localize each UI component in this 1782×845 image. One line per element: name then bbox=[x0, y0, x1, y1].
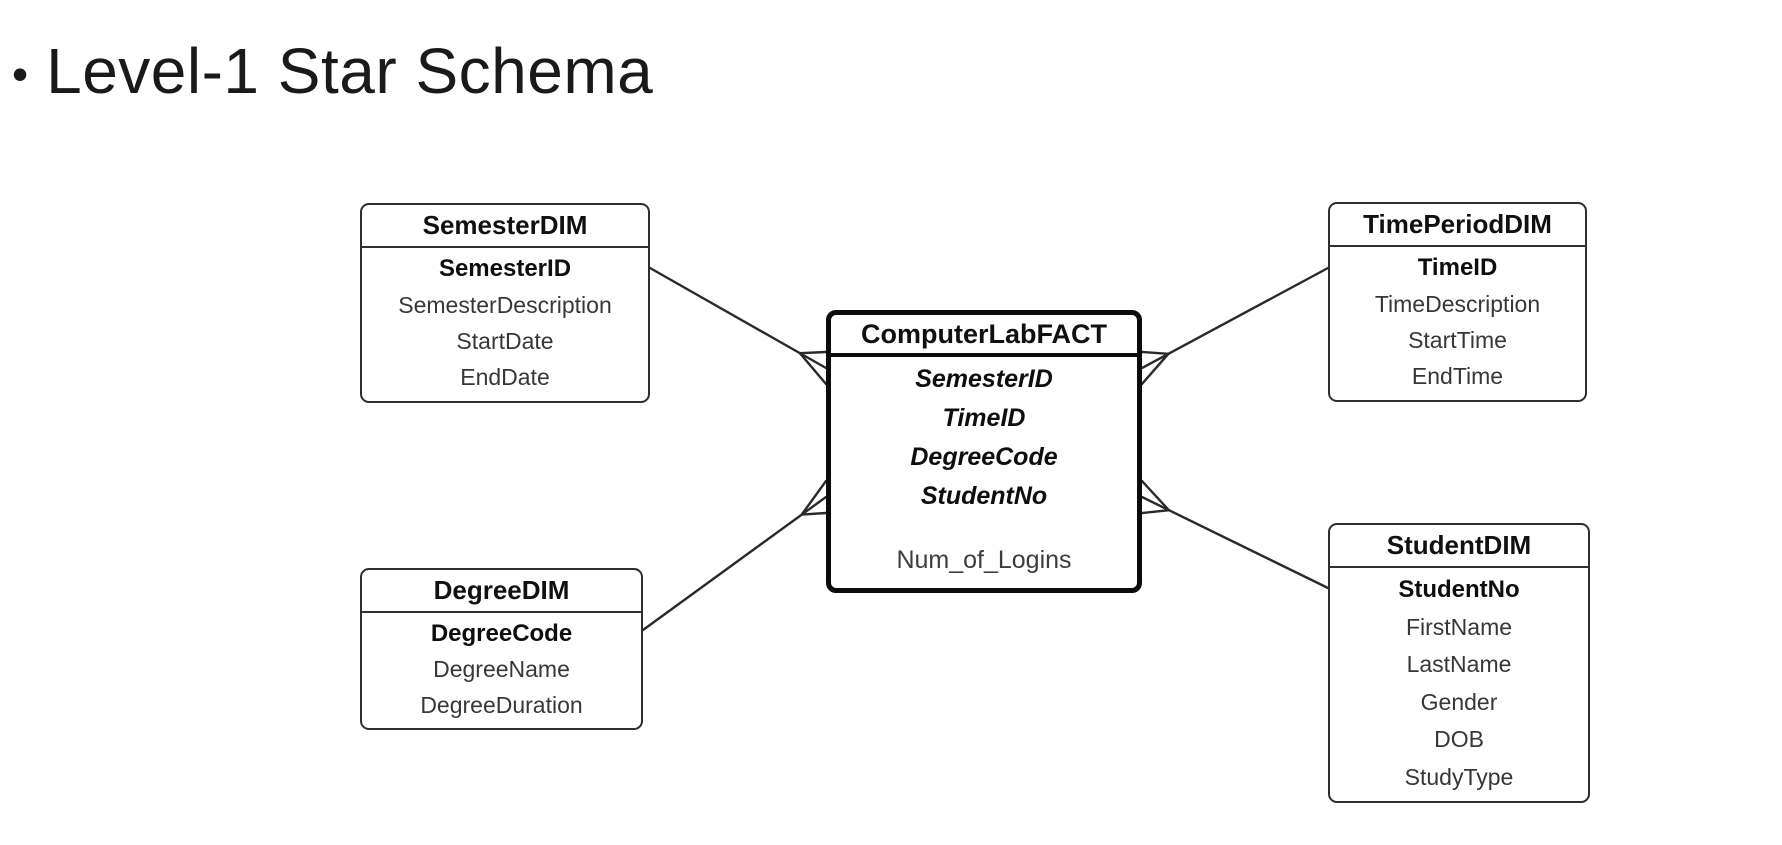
table-degreedim: DegreeDIM DegreeCode DegreeName DegreeDu… bbox=[360, 568, 643, 730]
connector-degreedim-to-fact bbox=[641, 479, 828, 632]
table-field: StudyType bbox=[1404, 763, 1514, 790]
table-field: SemesterDescription bbox=[398, 291, 612, 318]
table-field: DegreeName bbox=[433, 656, 570, 682]
table-field: DOB bbox=[1434, 726, 1484, 753]
connector-line bbox=[1140, 495, 1330, 590]
table-spacer bbox=[831, 516, 1137, 537]
table-body: DegreeCode DegreeName DegreeDuration bbox=[362, 613, 641, 728]
table-field: StartDate bbox=[456, 328, 554, 355]
table-field: TimeDescription bbox=[1374, 290, 1541, 317]
table-field-measure: Num_of_Logins bbox=[896, 545, 1072, 574]
table-field: StartTime bbox=[1408, 327, 1507, 354]
table-field-key: StudentNo bbox=[1398, 575, 1520, 603]
table-body: TimeID TimeDescription StartTime EndTime bbox=[1330, 247, 1585, 400]
table-body: SemesterID SemesterDescription StartDate… bbox=[362, 248, 648, 401]
crow-foot-many-icon bbox=[800, 479, 828, 516]
table-field: EndDate bbox=[460, 364, 550, 391]
table-body: StudentNo FirstName LastName Gender DOB … bbox=[1330, 568, 1588, 801]
connector-line bbox=[641, 495, 828, 632]
bullet-glyph: • bbox=[12, 48, 29, 101]
table-field-key: DegreeCode bbox=[430, 619, 573, 647]
table-computerlabfact: ComputerLabFACT SemesterID TimeID Degree… bbox=[826, 310, 1142, 593]
table-field: DegreeDuration bbox=[420, 691, 583, 718]
connector-line bbox=[648, 266, 828, 370]
table-field-fk: SemesterID bbox=[915, 365, 1053, 393]
crow-foot-many-icon bbox=[1140, 350, 1170, 386]
crow-foot-many-icon bbox=[1140, 479, 1171, 515]
table-header: TimePeriodDIM bbox=[1330, 204, 1585, 247]
table-header: SemesterDIM bbox=[362, 205, 648, 248]
table-field: Gender bbox=[1420, 688, 1498, 715]
table-header: ComputerLabFACT bbox=[831, 315, 1137, 357]
slide-title-text: Level-1 Star Schema bbox=[46, 35, 654, 107]
table-timeperioddim: TimePeriodDIM TimeID TimeDescription Sta… bbox=[1328, 202, 1587, 402]
table-field-key: SemesterID bbox=[438, 255, 572, 283]
crow-foot-many-icon bbox=[798, 350, 828, 386]
table-header: StudentDIM bbox=[1330, 525, 1588, 568]
connector-line bbox=[1140, 266, 1330, 370]
table-field: EndTime bbox=[1411, 363, 1504, 390]
connector-timeperioddim-to-fact bbox=[1140, 266, 1330, 386]
connector-semesterdim-to-fact bbox=[648, 266, 828, 386]
table-semesterdim: SemesterDIM SemesterID SemesterDescripti… bbox=[360, 203, 650, 403]
slide-title: • Level-1 Star Schema bbox=[12, 35, 654, 107]
table-header: DegreeDIM bbox=[362, 570, 641, 613]
connector-studentdim-to-fact bbox=[1140, 479, 1330, 590]
table-field: FirstName bbox=[1405, 613, 1513, 640]
table-studentdim: StudentDIM StudentNo FirstName LastName … bbox=[1328, 523, 1590, 803]
table-field-fk: DegreeCode bbox=[910, 443, 1058, 471]
table-field-fk: TimeID bbox=[942, 404, 1026, 432]
table-body: SemesterID TimeID DegreeCode StudentNo N… bbox=[831, 357, 1137, 588]
table-field-key: TimeID bbox=[1417, 254, 1498, 282]
table-field-fk: StudentNo bbox=[920, 482, 1048, 510]
table-field: LastName bbox=[1406, 651, 1512, 678]
